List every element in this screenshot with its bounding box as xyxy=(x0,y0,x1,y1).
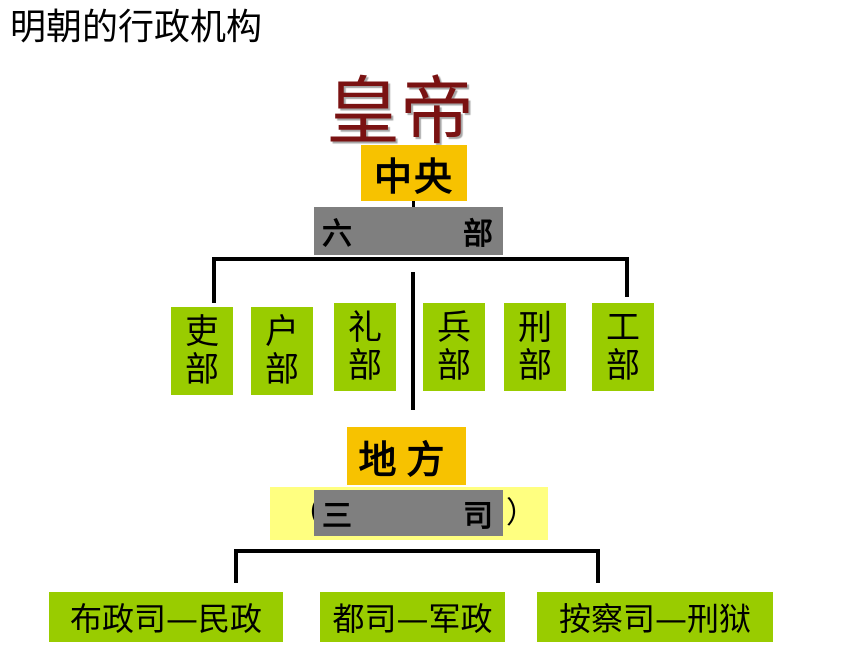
bureau-military-affairs: 都司—军政 xyxy=(320,592,505,642)
ministry-box-rites: 礼 部 xyxy=(334,303,396,391)
three-offices-left: 三 xyxy=(322,499,352,534)
bureaus-bracket-top xyxy=(234,549,600,553)
ministry-box-justice: 刑 部 xyxy=(504,303,566,391)
six-ministries-box: 六 部 xyxy=(314,207,503,255)
ministry-char-top: 工 xyxy=(606,308,640,348)
local-box: 地方 xyxy=(347,427,466,485)
ministries-bracket-right xyxy=(625,257,629,297)
bureau-judicial-affairs: 按察司—刑狱 xyxy=(537,592,773,642)
emperor-label: 皇帝 xyxy=(326,69,474,155)
ministry-char-top: 兵 xyxy=(437,308,471,348)
six-ministries-right: 部 xyxy=(463,217,493,252)
ministry-char-bottom: 部 xyxy=(437,346,471,386)
ministry-box-personnel: 吏 部 xyxy=(171,307,233,395)
ministry-char-bottom: 部 xyxy=(185,350,219,390)
ministry-box-revenue: 户 部 xyxy=(251,307,313,395)
three-offices-right: 司 xyxy=(463,499,493,534)
bureaus-bracket-left xyxy=(234,549,238,583)
page-title: 明朝的行政机构 xyxy=(10,7,263,48)
ministry-box-works: 工 部 xyxy=(592,303,654,391)
connector-central-to-local xyxy=(411,272,415,410)
three-offices-box: 三 司 xyxy=(314,490,503,536)
ministries-bracket-left xyxy=(212,257,216,303)
bureau-civil-affairs: 布政司—民政 xyxy=(49,592,283,642)
central-box: 中央 xyxy=(361,145,467,201)
ministry-char-bottom: 部 xyxy=(265,350,299,390)
ministry-char-top: 刑 xyxy=(518,308,552,348)
ministry-char-bottom: 部 xyxy=(606,346,640,386)
ministry-char-top: 户 xyxy=(265,312,299,352)
ministries-bracket-top xyxy=(212,257,629,261)
ministry-char-top: 吏 xyxy=(185,312,219,352)
three-offices-close-paren: ） xyxy=(506,496,536,531)
six-ministries-left: 六 xyxy=(322,217,352,252)
ministry-char-bottom: 部 xyxy=(348,346,382,386)
ministry-char-top: 礼 xyxy=(348,308,382,348)
bureaus-bracket-right xyxy=(596,549,600,583)
ministry-box-war: 兵 部 xyxy=(423,303,485,391)
ministry-char-bottom: 部 xyxy=(518,346,552,386)
